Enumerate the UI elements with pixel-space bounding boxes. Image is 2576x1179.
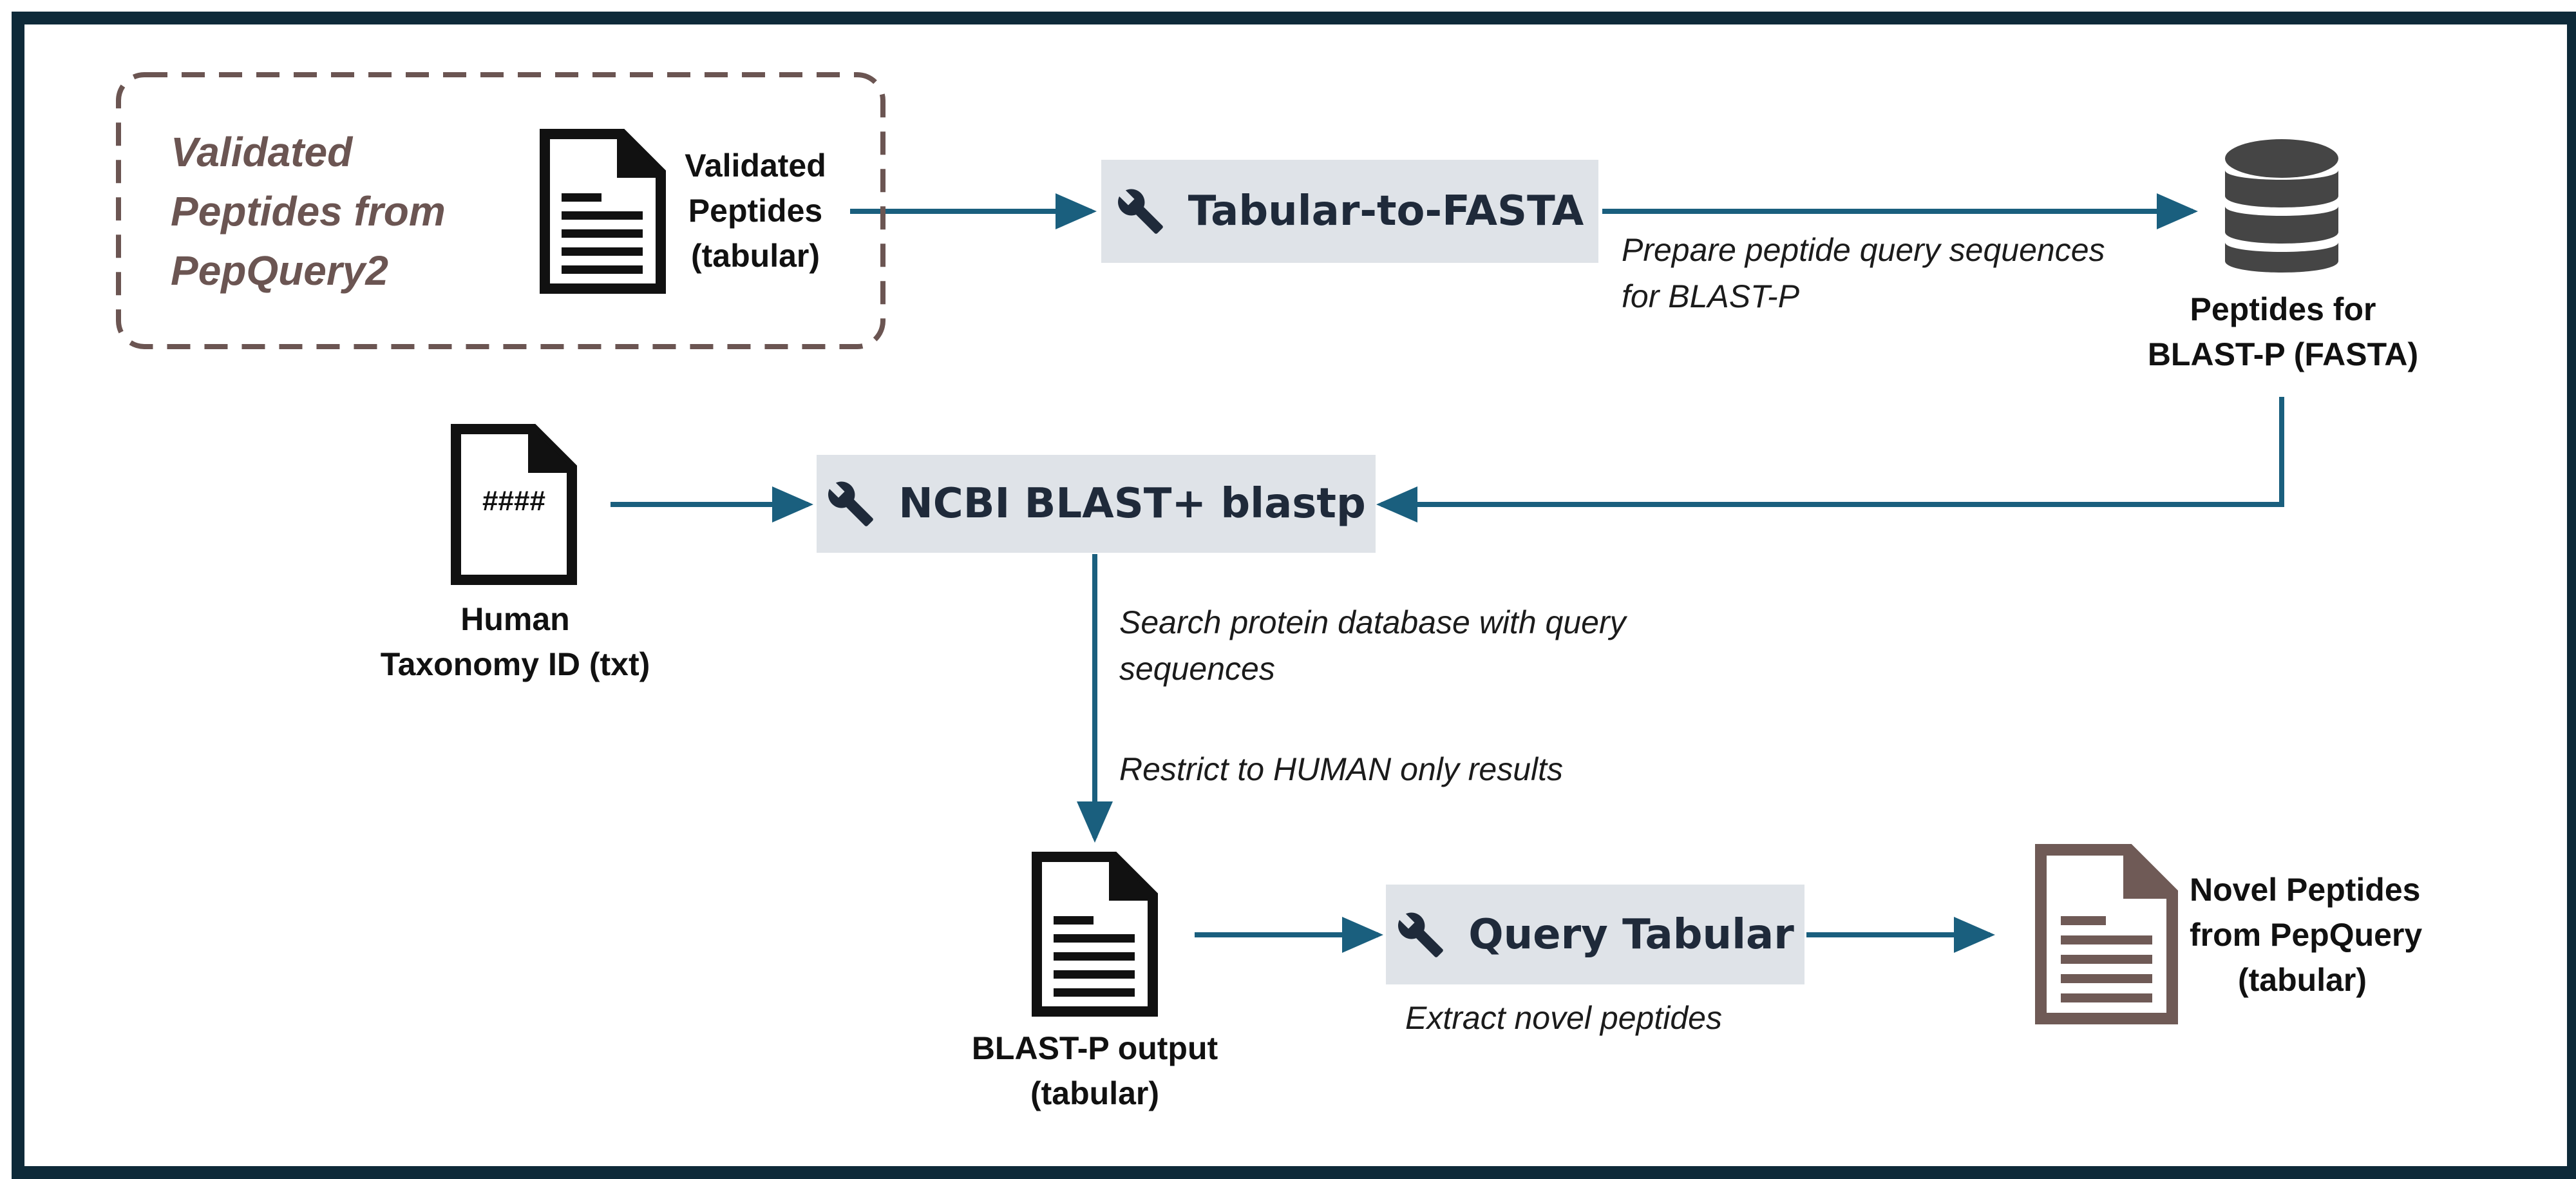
input-group-box bbox=[116, 72, 886, 349]
taxonomy-label: Human Taxonomy ID (txt) bbox=[380, 601, 650, 682]
document-icon bbox=[540, 129, 666, 294]
database-label: Peptides for BLAST-P (FASTA) bbox=[2147, 291, 2419, 372]
note-prepare: Prepare peptide query sequences for BLAS… bbox=[1622, 232, 2105, 314]
arrow-database-to-blastp bbox=[1376, 397, 2284, 522]
blast-output-label: BLAST-P output (tabular) bbox=[971, 1030, 1218, 1111]
tool-name: Query Tabular bbox=[1468, 910, 1794, 959]
database-icon bbox=[2225, 139, 2338, 273]
document-icon bbox=[1032, 852, 1158, 1017]
tool-name: Tabular-to-FASTA bbox=[1188, 187, 1584, 235]
text-file-icon: #### bbox=[451, 424, 577, 585]
tool-query-tabular[interactable]: Query Tabular bbox=[1386, 885, 1804, 984]
novel-peptides-label: Novel Peptides from PepQuery (tabular) bbox=[2190, 872, 2423, 998]
wrench-icon bbox=[1398, 912, 1444, 957]
output-document-icon bbox=[2035, 844, 2178, 1024]
tool-ncbi-blastp[interactable]: NCBI BLAST+ blastp bbox=[817, 455, 1376, 553]
wrench-icon bbox=[828, 481, 874, 526]
tool-tabular-to-fasta[interactable]: Tabular-to-FASTA bbox=[1101, 160, 1598, 263]
validated-peptides-label: Validated Peptides (tabular) bbox=[685, 148, 826, 274]
note-restrict: Restrict to HUMAN only results bbox=[1119, 751, 1564, 787]
input-group-title: Validated Peptides from PepQuery2 bbox=[171, 129, 446, 294]
wrench-icon bbox=[1117, 189, 1163, 234]
note-extract: Extract novel peptides bbox=[1405, 1000, 1722, 1036]
note-search: Search protein database with query seque… bbox=[1119, 604, 1626, 687]
taxonomy-glyph: #### bbox=[482, 485, 545, 517]
tool-name: NCBI BLAST+ blastp bbox=[898, 480, 1366, 528]
